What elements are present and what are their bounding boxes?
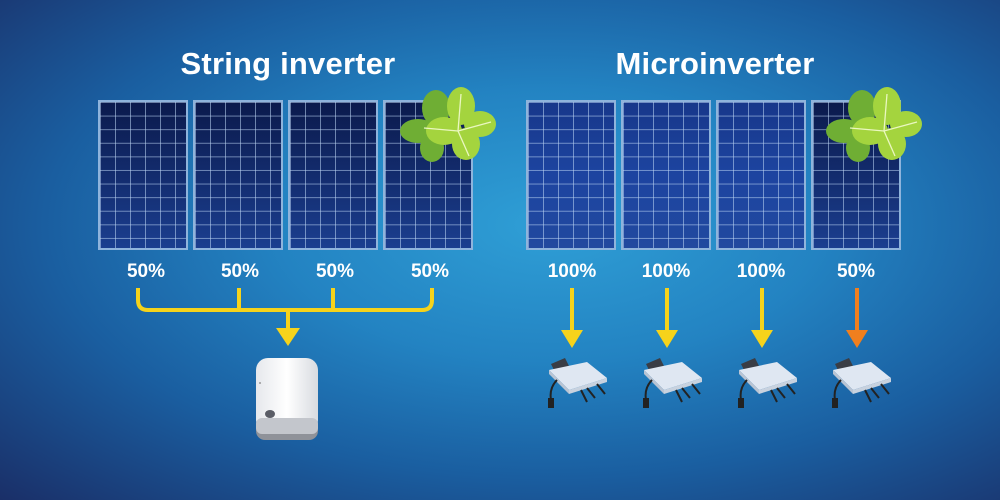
microinverter-device-icon-1 [548,358,607,408]
output-label-string-2: 50% [220,261,260,282]
solar-panel-string-3 [288,100,378,250]
arrow-down-icon-orange-4 [846,288,868,348]
arrow-down-icon-yellow-2 [656,288,678,348]
leaf-shade-icon-string [400,87,496,162]
solar-panel-string-2 [193,100,283,250]
output-label-string-1: 50% [126,261,166,282]
output-label-micro-1: 100% [547,261,597,282]
arrow-down-icon-yellow-3 [751,288,773,348]
solar-panel-micro-3 [716,100,806,250]
leaf-shade-icon-micro [826,87,922,162]
output-label-micro-2: 100% [641,261,691,282]
microinverter-device-icon-3 [738,358,797,408]
output-label-micro-3: 100% [736,261,786,282]
microinverter-device-icon-4 [832,358,891,408]
string-connector-bracket [136,288,434,346]
solar-panel-micro-1 [526,100,616,250]
solar-panel-micro-2 [621,100,711,250]
output-label-string-4: 50% [410,261,450,282]
output-label-string-3: 50% [315,261,355,282]
solar-panel-string-1 [98,100,188,250]
string-inverter-device-icon [256,358,318,440]
string-inverter-title: String inverter [180,46,396,81]
microinverter-title: Microinverter [615,46,815,81]
output-label-micro-4: 50% [836,261,876,282]
arrow-down-icon-yellow-1 [561,288,583,348]
microinverter-device-icon-2 [643,358,702,408]
